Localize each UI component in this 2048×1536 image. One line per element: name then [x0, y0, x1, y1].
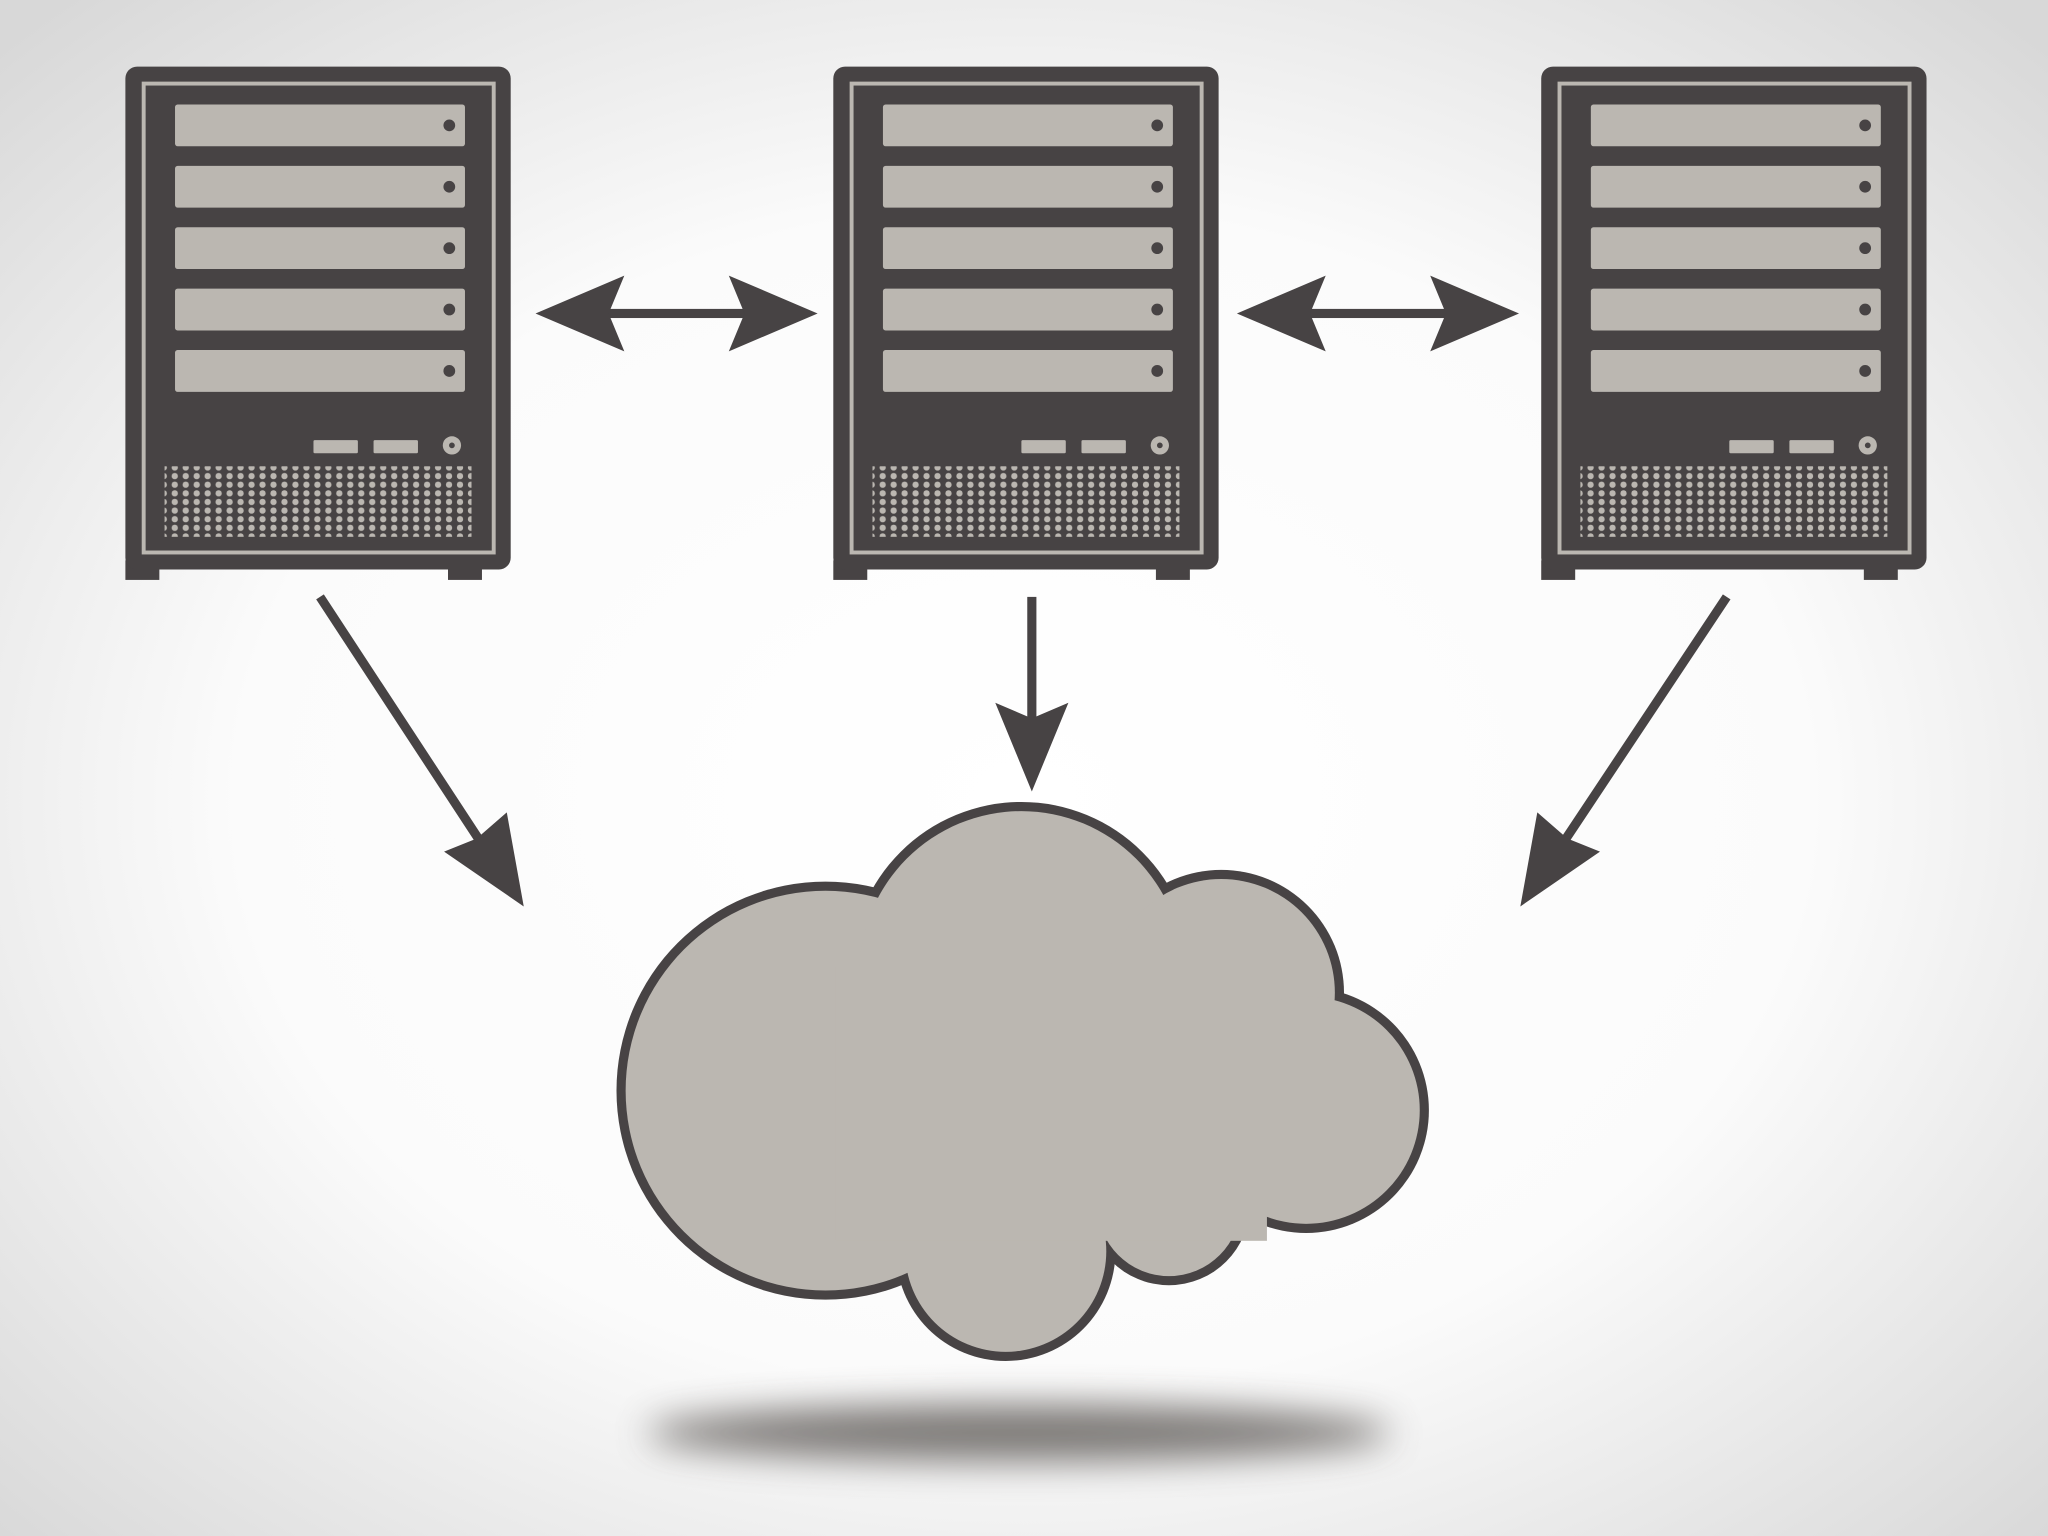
arrow-left-to-cloud-icon — [316, 594, 524, 907]
server-left-icon — [123, 64, 513, 582]
arrow-right-to-cloud-icon — [1520, 594, 1731, 907]
cloud-shadow — [646, 1404, 1392, 1462]
cloud-icon — [616, 801, 1429, 1361]
server-center-icon — [831, 64, 1221, 582]
server-right-icon — [1539, 64, 1929, 582]
